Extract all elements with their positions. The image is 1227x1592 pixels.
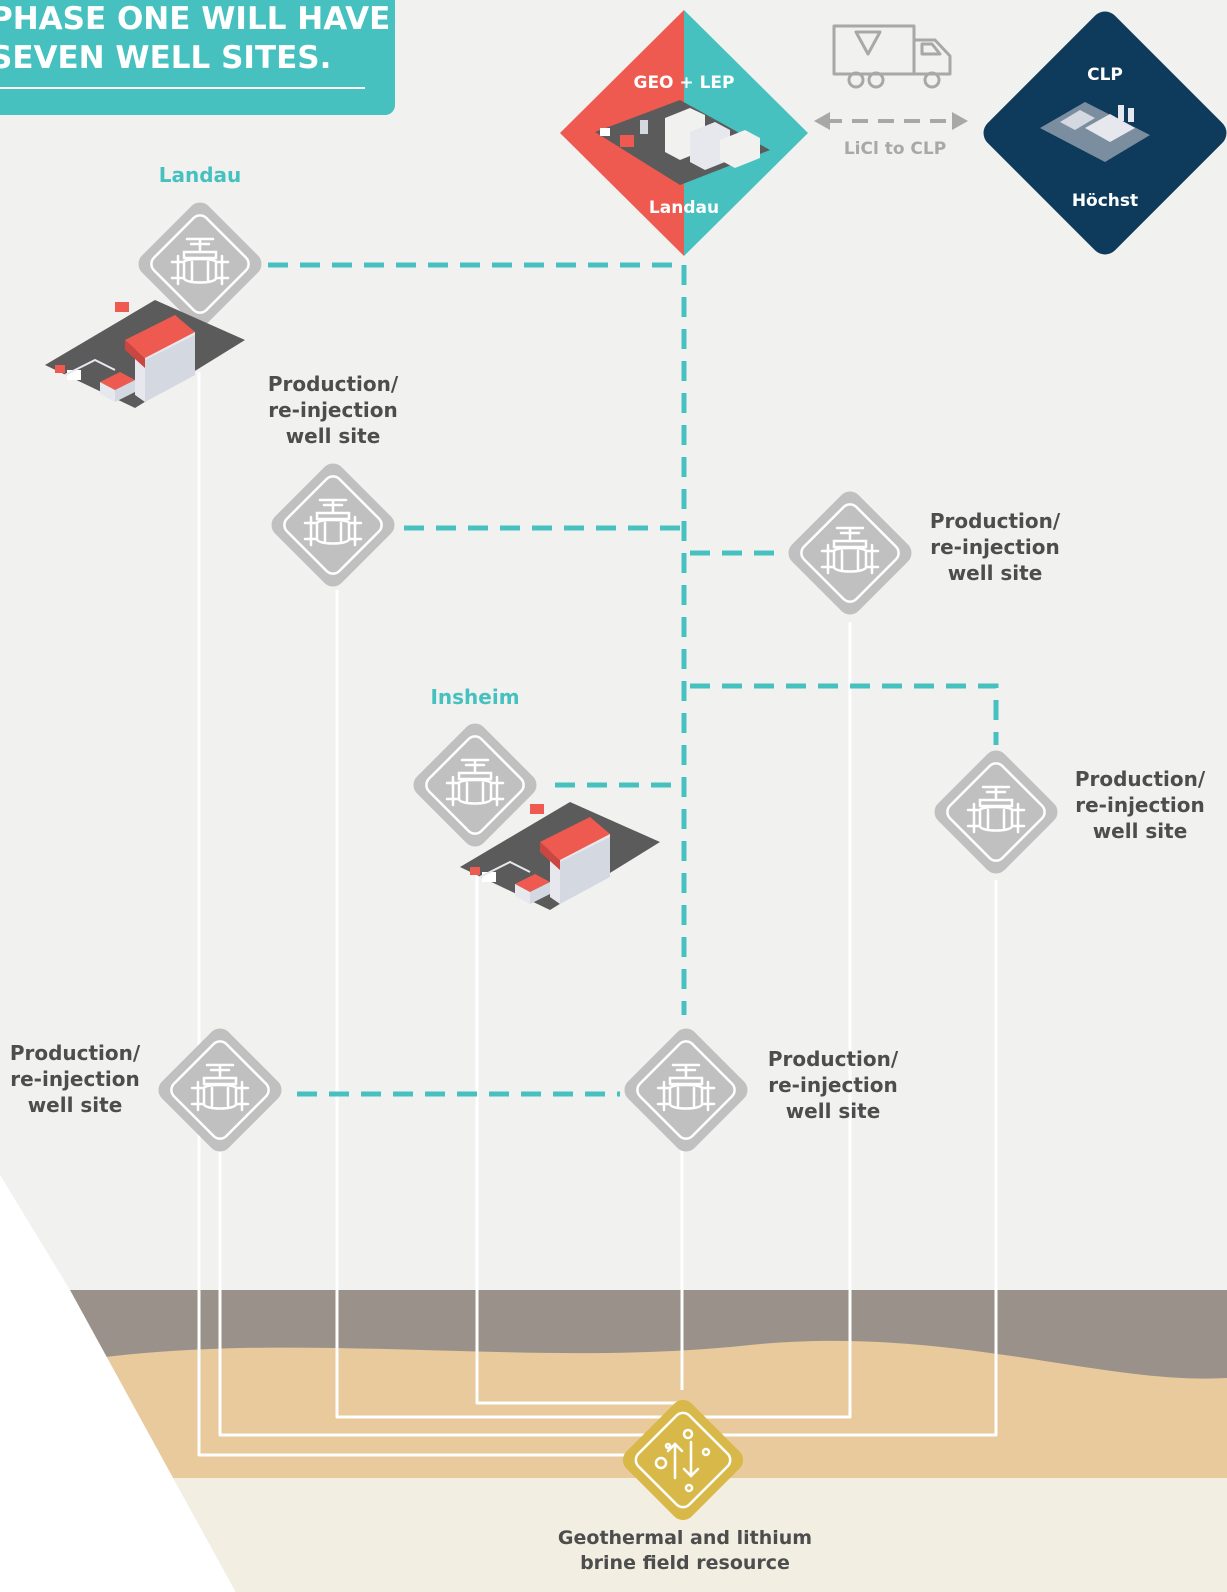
valve-icon	[265, 457, 401, 593]
transport-label: LiCl to CLP	[843, 139, 947, 159]
banner-line-2: SEVEN WELL SITES.	[0, 40, 332, 76]
valve-icon	[152, 1022, 288, 1158]
place-label-landau: Landau	[158, 163, 242, 187]
hub-bottom-label: Landau	[648, 198, 720, 218]
valve-icon	[928, 744, 1064, 880]
valve-icon	[782, 485, 918, 621]
hub-top-label: GEO + LEP	[633, 73, 735, 93]
transport-arrow	[814, 112, 968, 130]
well-label: Production/ re-injection well site	[929, 509, 1061, 585]
brine-layer	[0, 1340, 1227, 1478]
truck-icon	[832, 24, 952, 89]
banner-line-1: PHASE ONE WILL HAVE	[0, 1, 391, 37]
banner-rule	[0, 87, 365, 89]
well-label: Production/ re-injection well site	[767, 1047, 899, 1123]
resource-label: Geothermal and lithium brine field resou…	[557, 1527, 813, 1574]
dashed-connectors	[268, 262, 999, 1097]
well-label: Production/ re-injection well site	[9, 1041, 141, 1117]
underground-pipes	[197, 372, 998, 1457]
place-label-insheim: Insheim	[430, 685, 520, 709]
white-wedge	[0, 1175, 236, 1592]
phase-banner: PHASE ONE WILL HAVE SEVEN WELL SITES.	[0, 0, 395, 115]
factory-icon	[44, 299, 246, 409]
valve-icon	[618, 1022, 754, 1158]
brine-icon	[622, 1399, 744, 1521]
well-label: Production/ re-injection well site	[267, 372, 399, 448]
well-label: Production/ re-injection well site	[1074, 767, 1206, 843]
clp-diamond	[983, 11, 1227, 255]
clp-top-label: CLP	[1087, 65, 1123, 85]
clp-bottom-label: Höchst	[1071, 191, 1139, 211]
hub-diamond	[560, 10, 808, 256]
